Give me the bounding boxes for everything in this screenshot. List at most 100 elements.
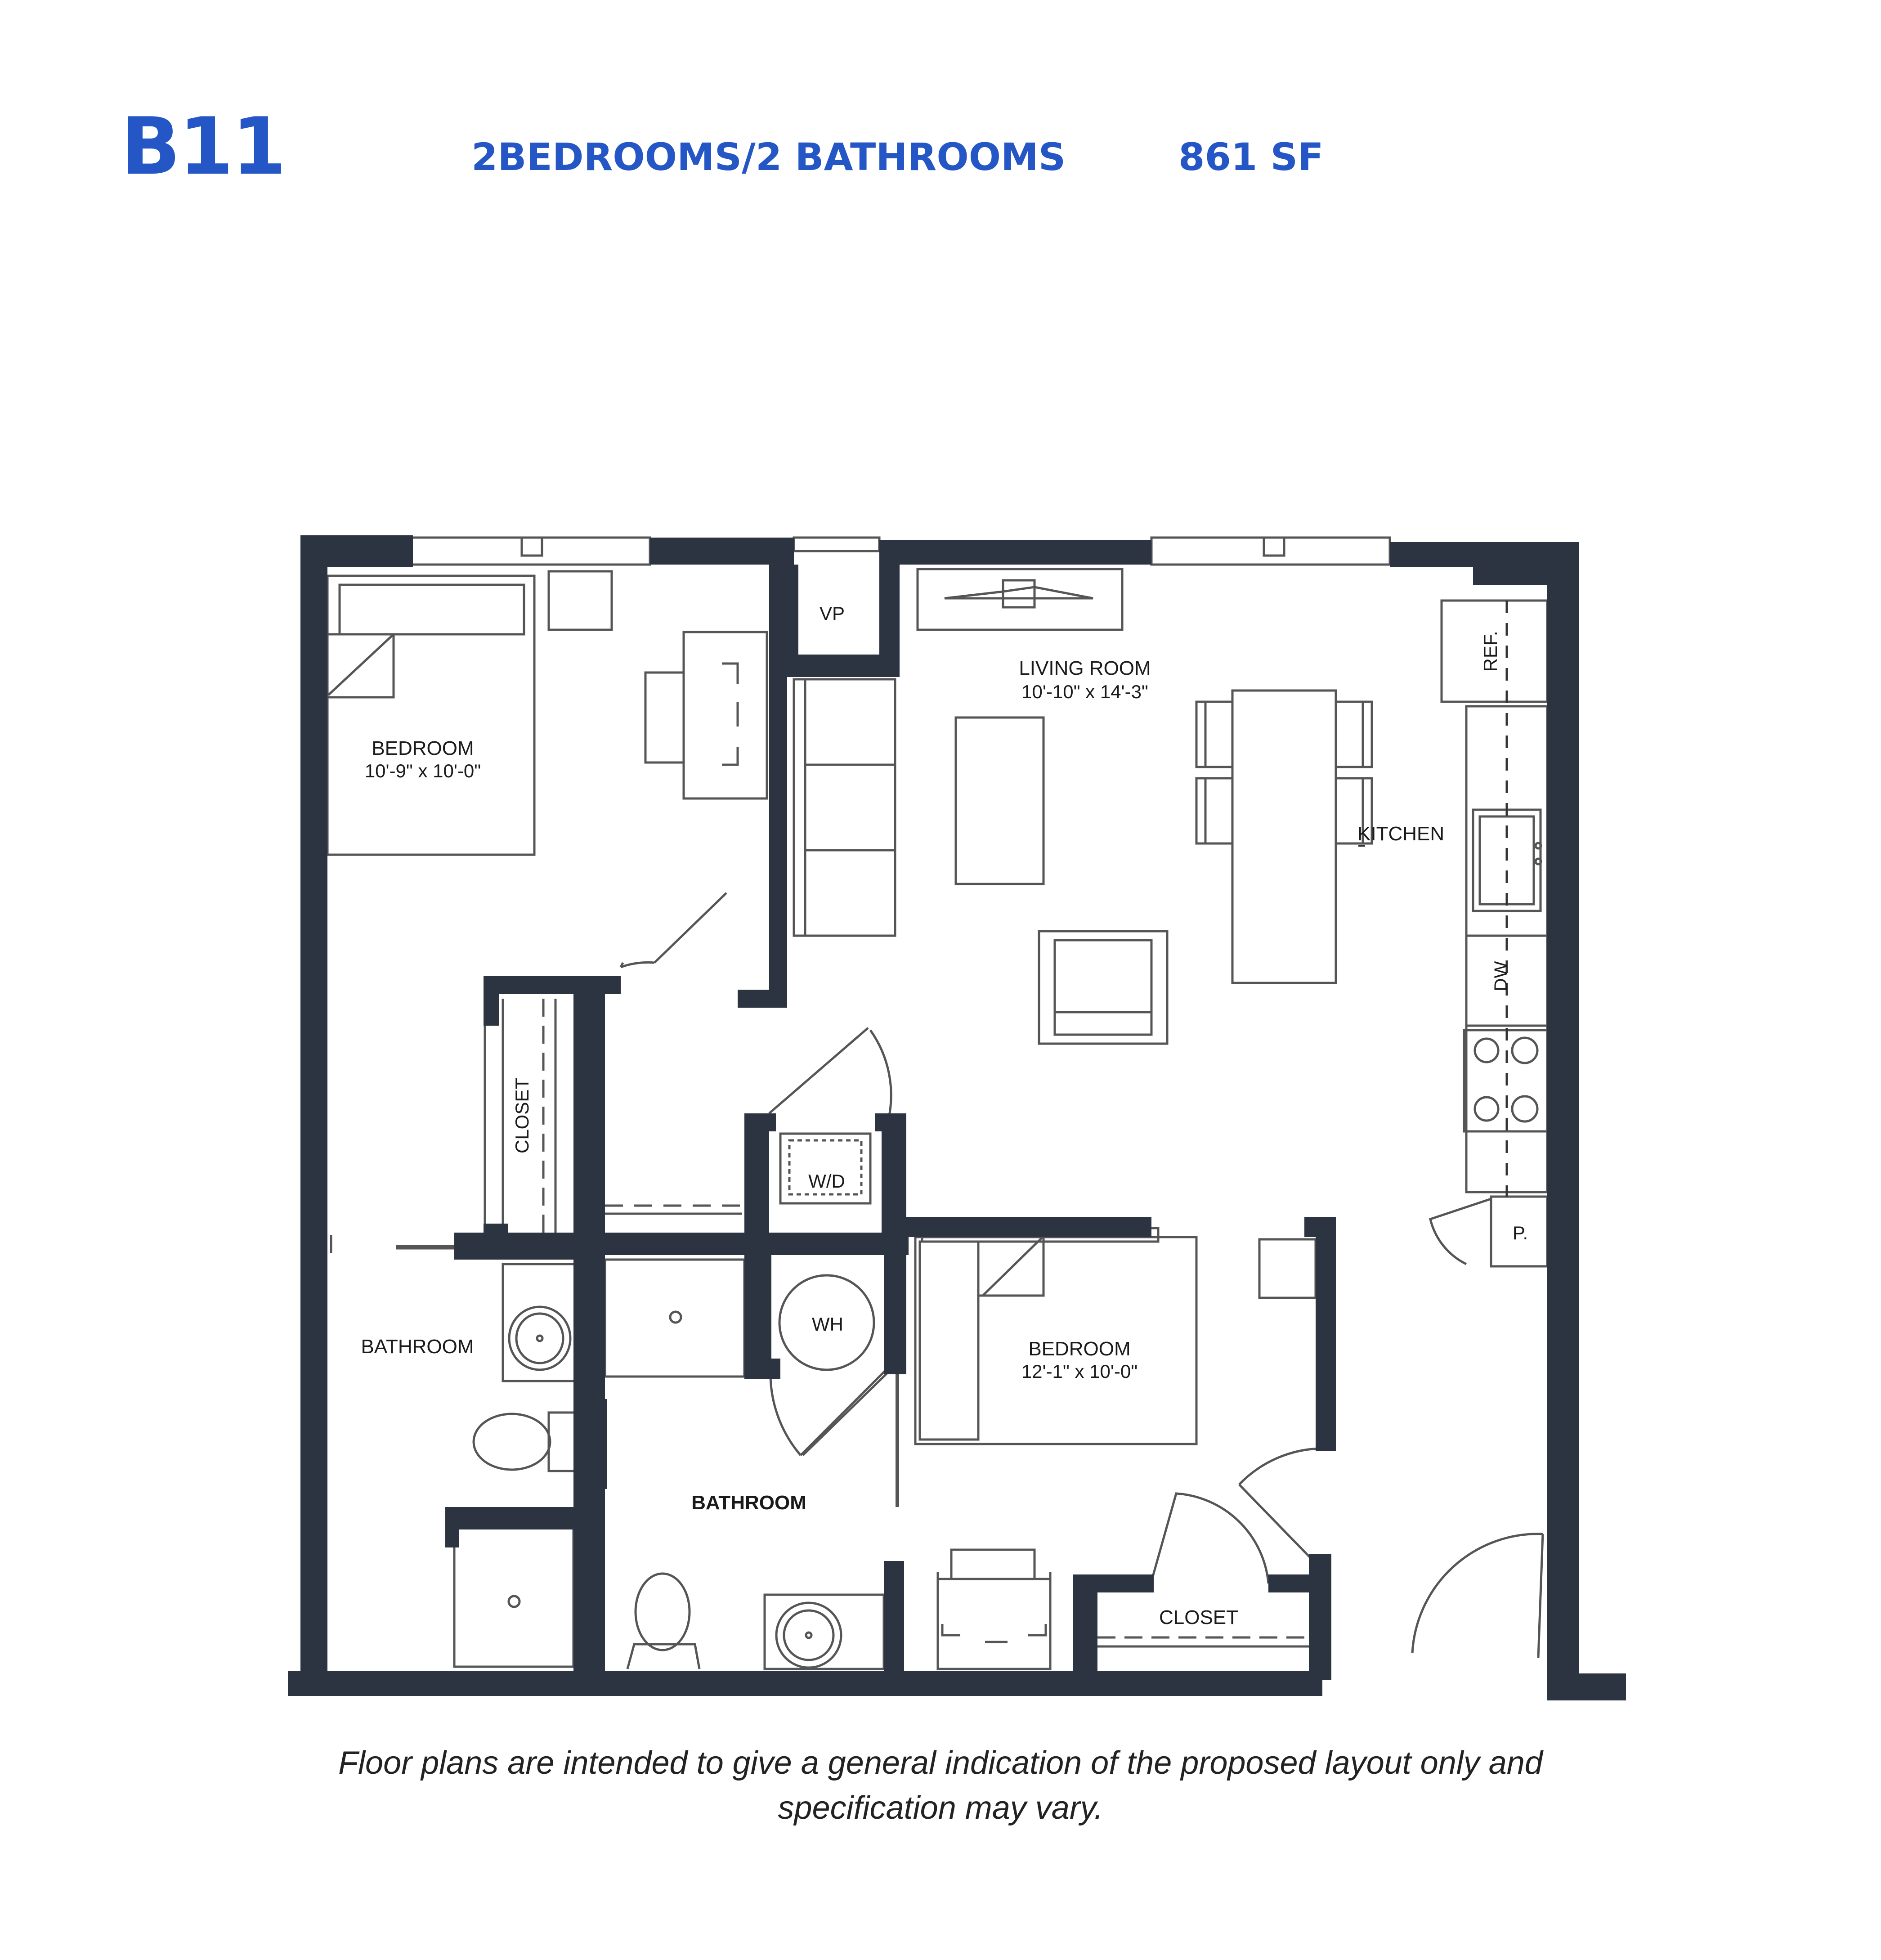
bedroom-1-name: BEDROOM bbox=[372, 737, 474, 759]
wall bbox=[884, 1251, 906, 1374]
furniture bbox=[326, 536, 1549, 1670]
chair-1 bbox=[644, 671, 685, 764]
door-bedroom-2 bbox=[1238, 1447, 1327, 1566]
wall bbox=[600, 1399, 607, 1489]
sink-2 bbox=[775, 1601, 842, 1669]
window bbox=[1150, 536, 1391, 566]
door-closet-2 bbox=[1150, 1492, 1270, 1584]
wall bbox=[1473, 560, 1579, 585]
toilet-2 bbox=[634, 1572, 691, 1651]
window bbox=[793, 536, 881, 552]
burner bbox=[1511, 1036, 1539, 1064]
nightstand-2 bbox=[1258, 1238, 1317, 1299]
sofa bbox=[793, 678, 896, 937]
wall bbox=[445, 1507, 459, 1547]
bedroom-1-size: 10'-9" x 10'-0" bbox=[365, 760, 481, 781]
chair-2 bbox=[950, 1548, 1036, 1580]
wall bbox=[484, 976, 499, 1026]
kitchen-name: KITCHEN bbox=[1357, 823, 1444, 845]
wall bbox=[884, 1561, 904, 1676]
toilet-1 bbox=[472, 1413, 551, 1471]
wall bbox=[288, 1671, 1322, 1696]
wall bbox=[787, 655, 888, 677]
pantry-label: P. bbox=[1513, 1222, 1528, 1243]
wall bbox=[454, 1233, 585, 1260]
nightstand-1 bbox=[547, 570, 613, 631]
wall bbox=[573, 1233, 909, 1255]
wall bbox=[1309, 1554, 1331, 1680]
wall bbox=[1316, 1217, 1336, 1451]
burner bbox=[1511, 1095, 1539, 1123]
burner bbox=[1473, 1037, 1500, 1063]
wall bbox=[744, 1359, 780, 1379]
shower-2 bbox=[604, 1258, 746, 1378]
coffee-table bbox=[954, 716, 1045, 885]
wall bbox=[1073, 1574, 1154, 1592]
labels: BEDROOM 10'-9" x 10'-0" LIVING ROOM 10'-… bbox=[361, 603, 1528, 1628]
door-entry bbox=[1411, 1533, 1544, 1658]
headboard-2 bbox=[918, 1240, 980, 1441]
wall bbox=[1268, 1574, 1331, 1592]
unit-type: 2BEDROOMS/2 BATHROOMS bbox=[471, 135, 1066, 179]
window bbox=[410, 536, 651, 566]
door-pantry bbox=[1429, 1198, 1491, 1265]
unit-code: B11 bbox=[121, 101, 287, 193]
wall bbox=[738, 990, 787, 1008]
armchair bbox=[1038, 930, 1169, 1045]
tv bbox=[944, 586, 1093, 600]
door-wh bbox=[802, 1371, 889, 1456]
wall bbox=[882, 1113, 906, 1251]
sink-1 bbox=[508, 1305, 572, 1371]
living-room-name: LIVING ROOM bbox=[1019, 657, 1151, 679]
disclaimer-line-1: Floor plans are intended to give a gener… bbox=[338, 1745, 1543, 1781]
wall bbox=[875, 1113, 906, 1131]
bed-1 bbox=[326, 574, 536, 856]
wh-label: WH bbox=[812, 1314, 843, 1335]
vp-label: VP bbox=[820, 603, 845, 624]
wall bbox=[1547, 1673, 1626, 1700]
bathroom-2-name: BATHROOM bbox=[691, 1492, 806, 1514]
wall bbox=[1547, 542, 1579, 1680]
stool bbox=[1335, 700, 1373, 768]
stool bbox=[1195, 777, 1234, 845]
wall bbox=[879, 540, 1151, 565]
wd-label: W/D bbox=[808, 1171, 845, 1192]
desk-1 bbox=[682, 631, 768, 800]
wall bbox=[744, 1113, 769, 1251]
disclaimer-line-2: specification may vary. bbox=[778, 1790, 1103, 1826]
stool bbox=[1195, 700, 1234, 768]
door-laundry bbox=[768, 1027, 892, 1121]
dw-label: DW bbox=[1491, 961, 1511, 991]
bedroom-2-size: 12'-1" x 10'-0" bbox=[1021, 1361, 1138, 1382]
wall bbox=[744, 1113, 776, 1131]
bathroom-1-name: BATHROOM bbox=[361, 1336, 474, 1358]
wall bbox=[573, 976, 605, 1680]
closet-2-name: CLOSET bbox=[1159, 1606, 1238, 1628]
unit-area: 861 SF bbox=[1178, 135, 1324, 179]
door-bathroom-2 bbox=[769, 1358, 889, 1456]
bedroom-2-name: BEDROOM bbox=[1028, 1338, 1130, 1360]
walls bbox=[288, 535, 1626, 1700]
wall bbox=[300, 535, 327, 1687]
closet-1-name: CLOSET bbox=[511, 1078, 533, 1153]
wall bbox=[879, 565, 900, 677]
stool bbox=[1335, 777, 1373, 845]
wall bbox=[769, 565, 787, 1008]
living-room-size: 10'-10" x 14'-3" bbox=[1021, 681, 1148, 702]
headboard-1 bbox=[338, 583, 525, 636]
wall bbox=[1073, 1579, 1097, 1676]
washer-dryer bbox=[779, 1132, 872, 1205]
desk-2 bbox=[936, 1578, 1052, 1670]
wall bbox=[650, 538, 794, 565]
tv-console bbox=[916, 568, 1124, 631]
wall bbox=[744, 1251, 771, 1370]
kitchen-island bbox=[1231, 689, 1337, 984]
bed-1-fold bbox=[328, 633, 395, 699]
wall bbox=[906, 1217, 1151, 1237]
wall bbox=[445, 1507, 576, 1529]
burner bbox=[1473, 1096, 1500, 1122]
water-heater bbox=[778, 1274, 875, 1371]
door-bedroom-1 bbox=[620, 892, 727, 969]
ref-label: REF. bbox=[1480, 631, 1501, 672]
